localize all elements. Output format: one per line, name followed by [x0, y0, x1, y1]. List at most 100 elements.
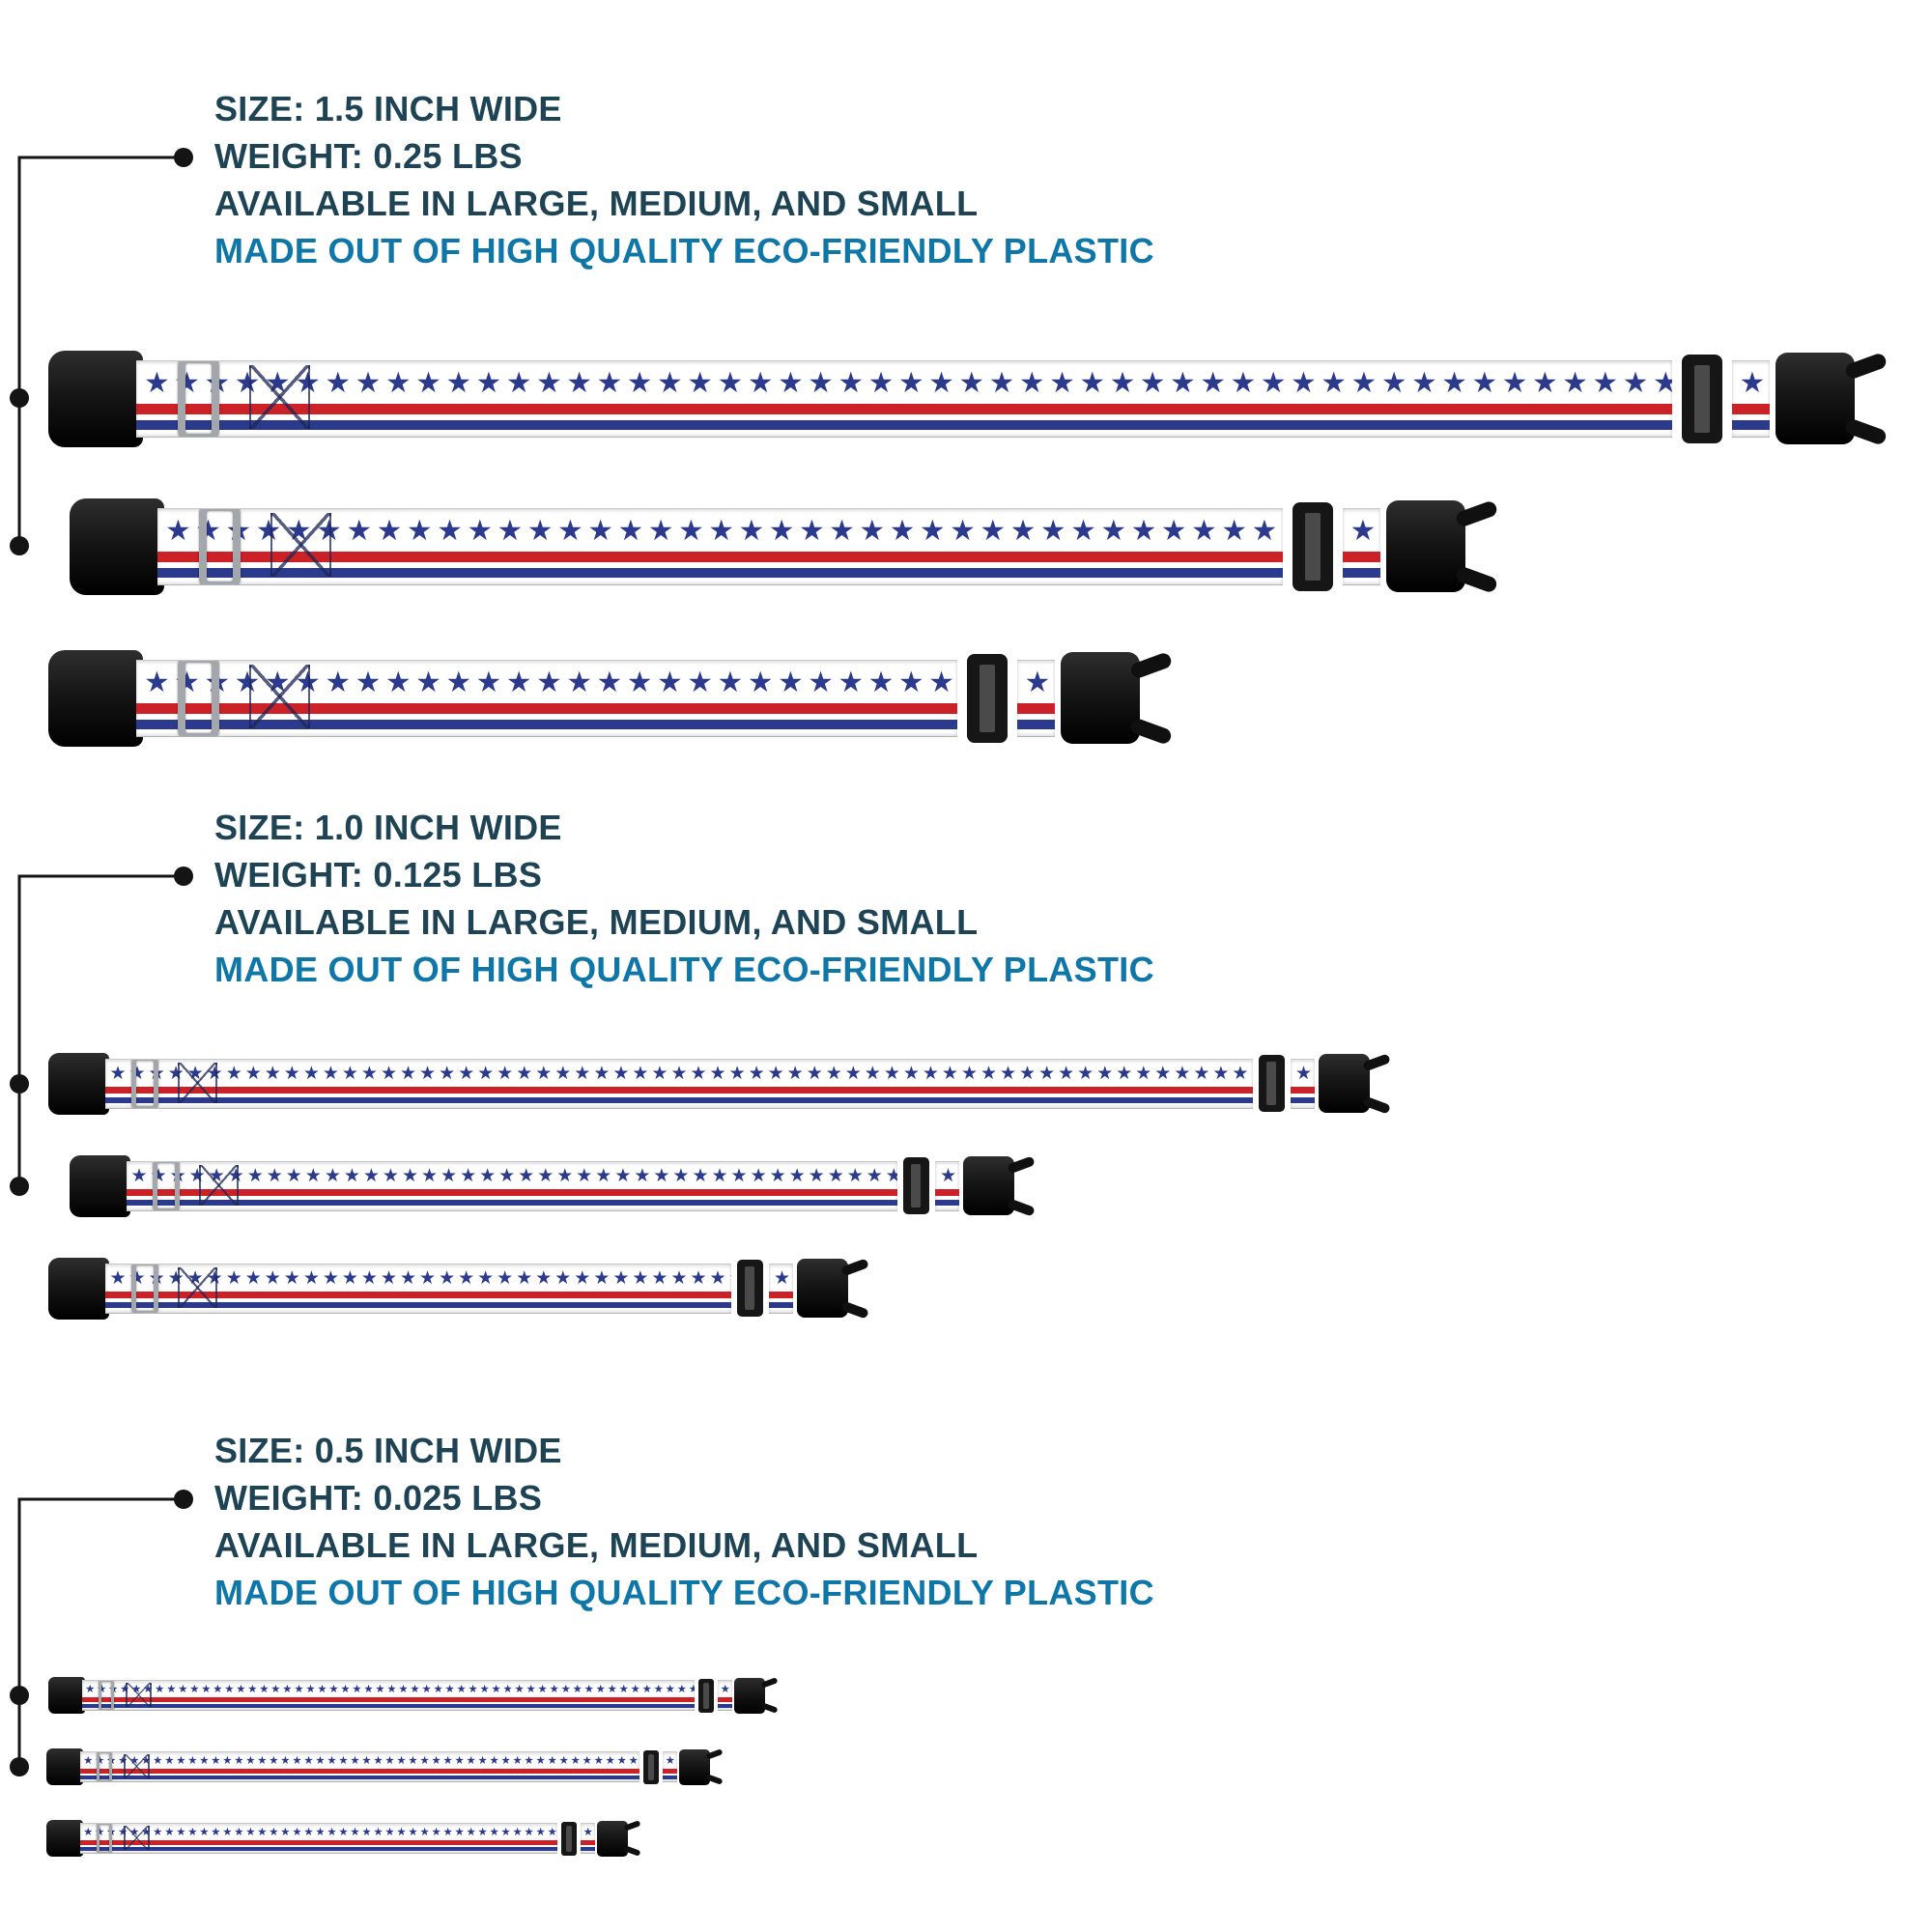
- collar-15-medium: ★★★★★★★★★★★★★★★★★★★★★★★★★★★★★★★★★★★★★★★★…: [70, 496, 1499, 597]
- navy-stripe: [82, 1703, 695, 1708]
- callout-dots-2: [10, 867, 193, 1196]
- d-ring: [131, 1264, 158, 1313]
- red-stripe: [769, 1292, 793, 1299]
- collar-05-large: ★★★★★★★★★★★★★★★★★★★★★★★★★★★★★★★★★★★★★★★★…: [48, 1676, 778, 1716]
- size-label: SIZE: 1.5 INCH WIDE: [214, 89, 562, 128]
- red-stripe: [1731, 404, 1770, 414]
- red-stripe: [136, 404, 1673, 414]
- availability-label: AVAILABLE IN LARGE, MEDIUM, AND SMALL: [214, 184, 979, 223]
- d-ring: [98, 1681, 115, 1711]
- material-label: MADE OUT OF HIGH QUALITY ECO-FRIENDLY PL…: [214, 950, 1154, 989]
- side-release-buckle-female: [48, 1052, 109, 1115]
- d-ring: [153, 1161, 180, 1210]
- side-release-buckle-female: [70, 497, 164, 595]
- red-stripe: [80, 1840, 557, 1845]
- side-release-buckle-male: [1061, 652, 1140, 745]
- d-ring: [96, 1824, 113, 1854]
- webbing-tail: ★★★★★★★★★★★★★★★★★★★★★★★★★★★★★★★★★★★★★★★★…: [935, 1160, 959, 1211]
- side-release-buckle-female: [48, 350, 143, 447]
- collar-webbing: ★★★★★★★★★★★★★★★★★★★★★★★★★★★★★★★★★★★★★★★★…: [136, 659, 958, 737]
- collar-15-large: ★★★★★★★★★★★★★★★★★★★★★★★★★★★★★★★★★★★★★★★★…: [48, 348, 1889, 449]
- d-ring: [131, 1059, 158, 1108]
- navy-stripe: [80, 1775, 639, 1779]
- navy-stripe: [1342, 568, 1380, 578]
- red-stripe: [1016, 703, 1055, 714]
- navy-stripe: [1731, 420, 1770, 430]
- d-ring: [178, 660, 220, 736]
- size-label: SIZE: 0.5 INCH WIDE: [214, 1431, 562, 1470]
- stars-pattern: ★★★★★★★★★★★★★★★★★★★★★★★★★★★★★★★★★★★★★★★★…: [1739, 365, 1770, 400]
- triglide-slider: [1681, 354, 1723, 443]
- stars-pattern: ★★★★★★★★★★★★★★★★★★★★★★★★★★★★★★★★★★★★★★★★…: [1024, 665, 1055, 699]
- stars-pattern: ★★★★★★★★★★★★★★★★★★★★★★★★★★★★★★★★★★★★★★★★…: [720, 1682, 732, 1696]
- stars-pattern: ★★★★★★★★★★★★★★★★★★★★★★★★★★★★★★★★★★★★★★★★…: [582, 1825, 595, 1839]
- side-release-buckle-female: [48, 1257, 109, 1320]
- stars-pattern: ★★★★★★★★★★★★★★★★★★★★★★★★★★★★★★★★★★★★★★★★…: [774, 1266, 793, 1289]
- webbing-tail: ★★★★★★★★★★★★★★★★★★★★★★★★★★★★★★★★★★★★★★★★…: [1016, 659, 1055, 737]
- collar-webbing: ★★★★★★★★★★★★★★★★★★★★★★★★★★★★★★★★★★★★★★★★…: [82, 1680, 695, 1712]
- stars-pattern: ★★★★★★★★★★★★★★★★★★★★★★★★★★★★★★★★★★★★★★★★…: [109, 1266, 731, 1289]
- triglide-slider: [736, 1260, 763, 1318]
- navy-stripe: [935, 1200, 959, 1207]
- collar-05-small: ★★★★★★★★★★★★★★★★★★★★★★★★★★★★★★★★★★★★★★★★…: [46, 1819, 640, 1859]
- collar-webbing: ★★★★★★★★★★★★★★★★★★★★★★★★★★★★★★★★★★★★★★★★…: [126, 1160, 897, 1211]
- navy-stripe: [769, 1302, 793, 1309]
- collar-webbing: ★★★★★★★★★★★★★★★★★★★★★★★★★★★★★★★★★★★★★★★★…: [80, 1823, 557, 1855]
- navy-stripe: [126, 1200, 897, 1207]
- webbing-tail: ★★★★★★★★★★★★★★★★★★★★★★★★★★★★★★★★★★★★★★★★…: [1342, 507, 1380, 585]
- material-label: MADE OUT OF HIGH QUALITY ECO-FRIENDLY PL…: [214, 231, 1154, 270]
- stitch-box: [124, 1826, 150, 1851]
- navy-stripe: [136, 720, 958, 729]
- navy-stripe: [157, 568, 1284, 578]
- stars-pattern: ★★★★★★★★★★★★★★★★★★★★★★★★★★★★★★★★★★★★★★★★…: [1295, 1062, 1315, 1084]
- red-stripe: [157, 552, 1284, 562]
- weight-label: WEIGHT: 0.25 LBS: [214, 136, 523, 176]
- stars-pattern: ★★★★★★★★★★★★★★★★★★★★★★★★★★★★★★★★★★★★★★★★…: [940, 1164, 959, 1186]
- side-release-buckle-female: [46, 1820, 83, 1858]
- callout-bracket-1: [17, 156, 184, 546]
- side-release-buckle-male: [1386, 500, 1465, 593]
- stitch-box: [249, 665, 310, 728]
- triglide-slider: [966, 653, 1009, 743]
- red-stripe: [717, 1697, 732, 1702]
- collar-10-small: ★★★★★★★★★★★★★★★★★★★★★★★★★★★★★★★★★★★★★★★★…: [48, 1256, 869, 1321]
- triglide-slider: [560, 1821, 578, 1856]
- navy-stripe: [1016, 720, 1055, 729]
- stars-pattern: ★★★★★★★★★★★★★★★★★★★★★★★★★★★★★★★★★★★★★★★★…: [85, 1682, 695, 1696]
- stars-pattern: ★★★★★★★★★★★★★★★★★★★★★★★★★★★★★★★★★★★★★★★★…: [144, 365, 1672, 400]
- collar-15-small: ★★★★★★★★★★★★★★★★★★★★★★★★★★★★★★★★★★★★★★★★…: [48, 647, 1174, 749]
- navy-stripe: [1291, 1097, 1315, 1104]
- stars-pattern: ★★★★★★★★★★★★★★★★★★★★★★★★★★★★★★★★★★★★★★★★…: [83, 1753, 639, 1768]
- collar-webbing: ★★★★★★★★★★★★★★★★★★★★★★★★★★★★★★★★★★★★★★★★…: [104, 1263, 731, 1314]
- side-release-buckle-male: [797, 1259, 848, 1319]
- stars-pattern: ★★★★★★★★★★★★★★★★★★★★★★★★★★★★★★★★★★★★★★★★…: [165, 513, 1284, 548]
- d-ring: [178, 360, 220, 437]
- red-stripe: [104, 1087, 1253, 1094]
- red-stripe: [935, 1189, 959, 1197]
- navy-stripe: [80, 1846, 557, 1851]
- stitch-box: [177, 1266, 217, 1308]
- stars-pattern: ★★★★★★★★★★★★★★★★★★★★★★★★★★★★★★★★★★★★★★★★…: [109, 1062, 1253, 1084]
- side-release-buckle-male: [963, 1156, 1014, 1216]
- weight-label: WEIGHT: 0.025 LBS: [214, 1478, 543, 1518]
- spec-block-1-0-inch: SIZE: 1.0 INCH WIDE WEIGHT: 0.125 LBS AV…: [214, 804, 1154, 993]
- navy-stripe: [580, 1846, 595, 1851]
- collar-webbing: ★★★★★★★★★★★★★★★★★★★★★★★★★★★★★★★★★★★★★★★★…: [136, 359, 1673, 438]
- webbing-tail: ★★★★★★★★★★★★★★★★★★★★★★★★★★★★★★★★★★★★★★★★…: [580, 1823, 595, 1855]
- availability-label: AVAILABLE IN LARGE, MEDIUM, AND SMALL: [214, 902, 979, 942]
- stars-pattern: ★★★★★★★★★★★★★★★★★★★★★★★★★★★★★★★★★★★★★★★★…: [665, 1753, 677, 1768]
- weight-label: WEIGHT: 0.125 LBS: [214, 855, 543, 895]
- webbing-tail: ★★★★★★★★★★★★★★★★★★★★★★★★★★★★★★★★★★★★★★★★…: [769, 1263, 793, 1314]
- side-release-buckle-female: [46, 1748, 83, 1786]
- stitch-box: [177, 1062, 217, 1103]
- webbing-tail: ★★★★★★★★★★★★★★★★★★★★★★★★★★★★★★★★★★★★★★★★…: [1291, 1058, 1315, 1109]
- stitch-box: [198, 1164, 239, 1206]
- navy-stripe: [662, 1775, 677, 1779]
- stitch-box: [270, 513, 331, 577]
- triglide-slider: [1258, 1055, 1285, 1113]
- availability-label: AVAILABLE IN LARGE, MEDIUM, AND SMALL: [214, 1525, 979, 1565]
- stitch-box: [249, 365, 310, 429]
- size-label: SIZE: 1.0 INCH WIDE: [214, 808, 562, 847]
